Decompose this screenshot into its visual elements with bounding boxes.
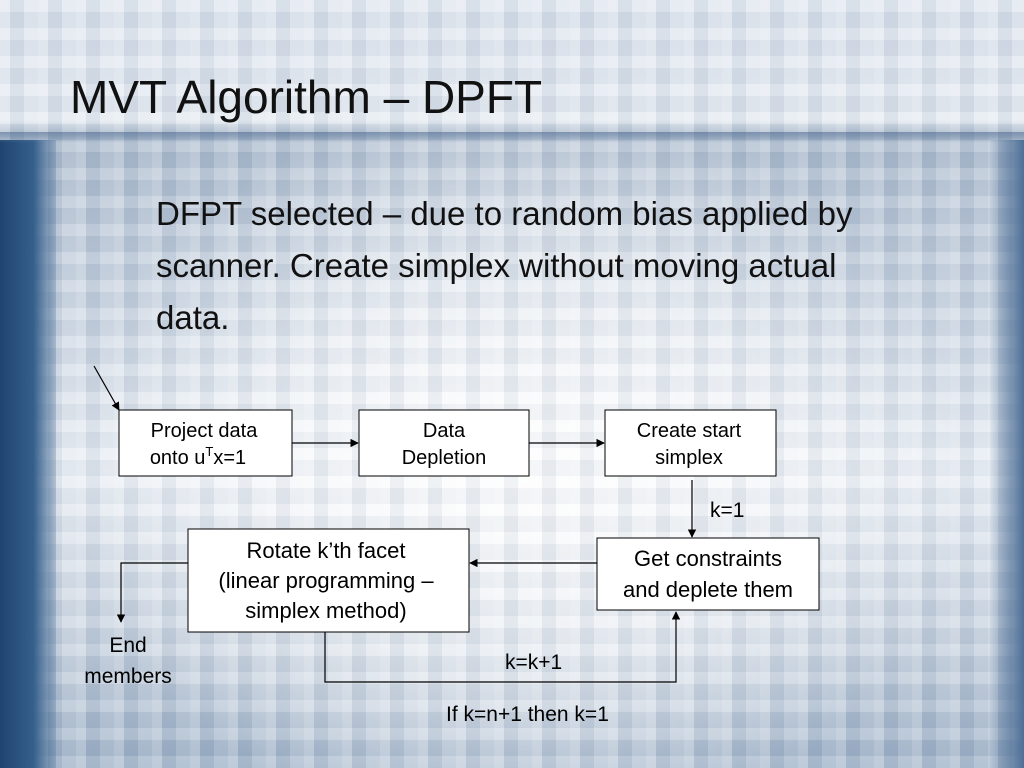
arrow-rotate-to-end [116, 562, 188, 623]
start-simplex-line1: Create start [637, 420, 742, 442]
constraints-line2: and deplete them [623, 577, 793, 602]
node-rotate-facet [187, 528, 470, 633]
right-decor-band [990, 140, 1024, 768]
data-depletion-line1: Data [423, 420, 466, 442]
entry-arrow [93, 365, 120, 411]
slide-body-text: DFPT selected – due to random bias appli… [156, 195, 853, 336]
project-data-line1: Project data [151, 420, 259, 442]
label-k-increment: k=k+1 [505, 651, 562, 674]
rotate-line3: simplex method) [245, 598, 406, 623]
node-create-start-simplex [604, 409, 777, 477]
project-data-line2: onto uTx=1 [150, 444, 246, 469]
constraints-line1: Get constraints [634, 546, 782, 571]
rotate-line1: Rotate k’th facet [247, 538, 406, 563]
arrow-loop-back [324, 611, 681, 683]
node-get-constraints [596, 537, 820, 611]
rotate-line2: (linear programming – [218, 568, 434, 593]
label-end-line2: members [84, 665, 172, 688]
label-k-init: k=1 [710, 499, 744, 522]
label-end-line1: End [109, 634, 146, 657]
node-data-depletion [358, 409, 530, 477]
start-simplex-line2: simplex [655, 447, 723, 469]
slide-title: MVT Algorithm – DPFT [70, 71, 543, 123]
label-wrap-condition: If k=n+1 then k=1 [446, 703, 609, 726]
data-depletion-line2: Depletion [402, 447, 487, 469]
title-separator-band [0, 132, 1024, 142]
left-decor-band [0, 140, 56, 768]
